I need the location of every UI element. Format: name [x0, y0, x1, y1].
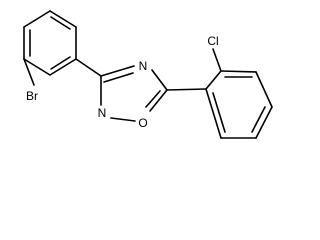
bond [110, 117, 136, 122]
oxygen-atom-label: O [138, 116, 147, 130]
bond [205, 70, 222, 90]
bond [23, 10, 51, 28]
double-bond [50, 16, 71, 30]
chemical-structure-diagram: Br N N O Cl [23, 10, 273, 139]
bond [49, 10, 77, 28]
nitrogen-atom-label-top: N [139, 59, 148, 73]
bond [23, 58, 51, 76]
bond [151, 69, 168, 91]
bond [100, 65, 135, 77]
chlorine-atom-label: Cl [207, 34, 218, 48]
double-bond [103, 72, 134, 83]
bromine-atom-label: Br [26, 89, 38, 103]
double-bond [50, 56, 71, 70]
bond [255, 71, 273, 108]
c-cl-bond [212, 48, 222, 72]
bond [255, 106, 273, 139]
double-bond [251, 106, 266, 133]
oxadiazole-ring [100, 65, 168, 122]
bromophenyl-ring [23, 10, 77, 76]
bond [220, 70, 257, 73]
nitrogen-atom-label-bottom: N [98, 106, 107, 120]
aryl-ring-bond [75, 58, 102, 77]
chlorophenyl-ring [205, 70, 273, 139]
bond [49, 58, 77, 76]
c-br-bond [23, 58, 35, 86]
double-bond [212, 92, 226, 133]
double-bond [145, 90, 161, 108]
aryl-ring-bond [166, 88, 207, 91]
bond [149, 89, 168, 112]
bond [205, 88, 222, 139]
